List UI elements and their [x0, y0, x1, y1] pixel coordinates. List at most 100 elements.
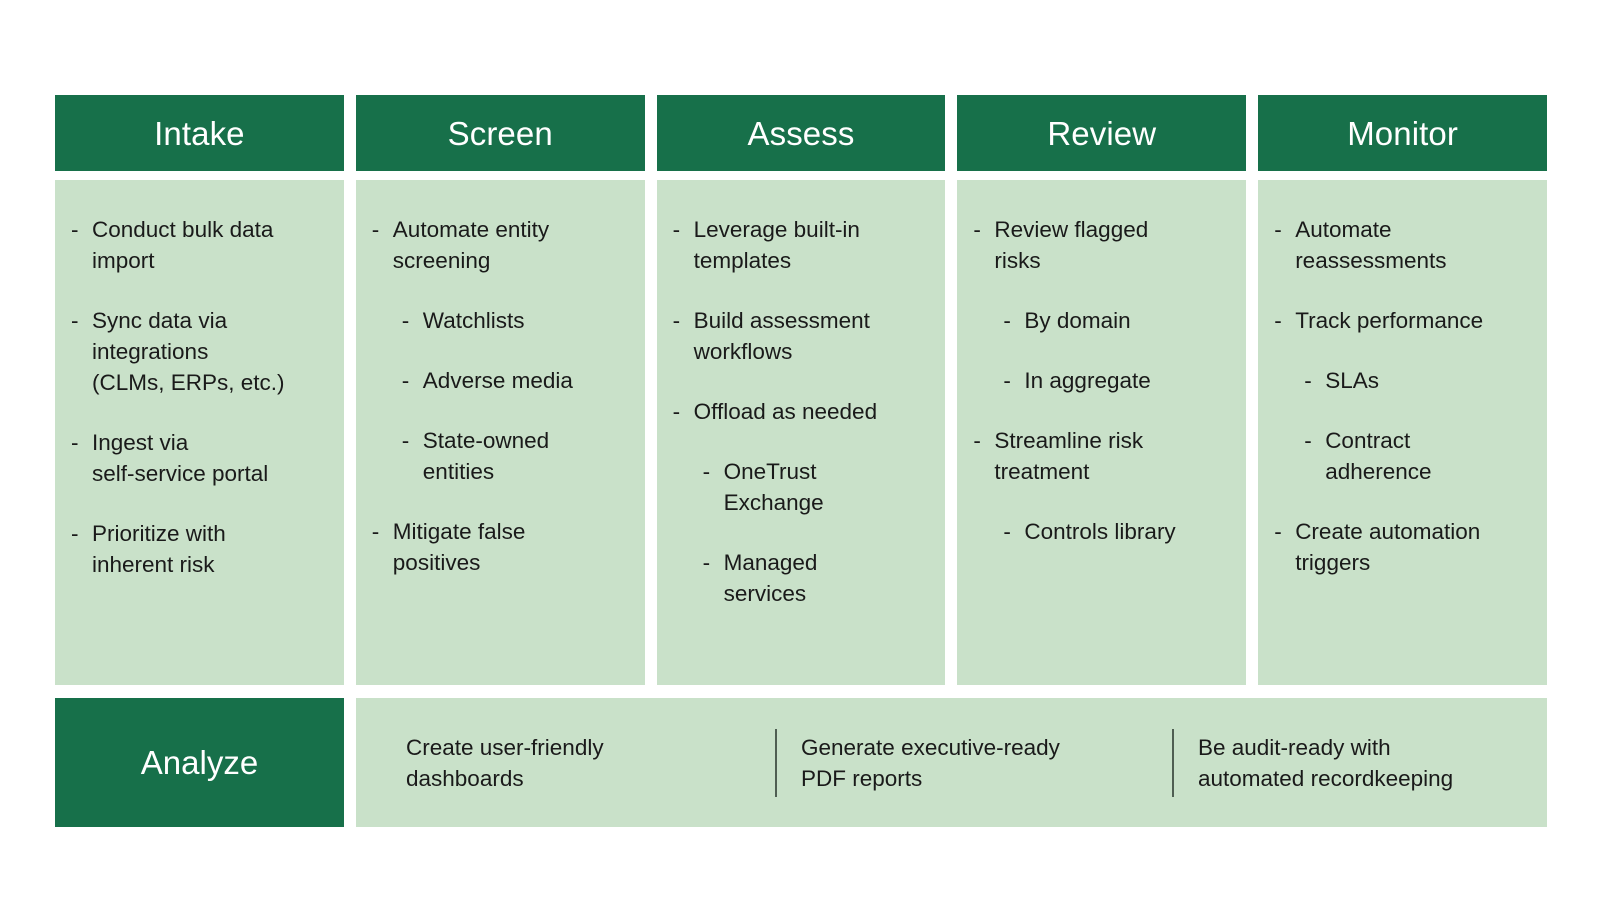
analyze-items: Create user-friendly dashboards Generate …: [356, 698, 1547, 827]
bullet-dash-icon: -: [371, 519, 380, 544]
analyze-item-text: Be audit-ready with automated recordkeep…: [1198, 734, 1454, 791]
bullet-item: -Offload as needed: [673, 396, 930, 427]
bullet-dash-icon: -: [1304, 368, 1312, 393]
bullet-item: -Streamline risk treatment: [973, 425, 1230, 487]
bullet-dash-icon: -: [71, 217, 79, 242]
bullet-dash-icon: -: [401, 308, 410, 333]
bullet-item: -Mitigate false positives: [372, 516, 629, 578]
bullet-item: -Sync data via integrations (CLMs, ERPs,…: [71, 305, 328, 398]
stage-header-intake[interactable]: Intake: [55, 95, 344, 171]
stage-body: -Conduct bulk data import-Sync data via …: [55, 180, 344, 685]
bullet-item: -Ingest via self-service portal: [71, 427, 328, 489]
bullet-dash-icon: -: [973, 428, 981, 453]
bullet-text: Streamline risk treatment: [994, 428, 1144, 484]
sub-bullet-item: -Adverse media: [402, 365, 629, 396]
sub-bullet-item: -SLAs: [1304, 365, 1531, 396]
stage-body: -Automate entity screening-Watchlists-Ad…: [355, 180, 645, 685]
bullet-dash-icon: -: [1274, 217, 1282, 242]
bullet-item: -Build assessment workflows: [673, 305, 930, 367]
stage-header-label: Intake: [154, 114, 245, 152]
bullet-dash-icon: -: [401, 428, 410, 453]
bullet-dash-icon: -: [71, 521, 79, 546]
bullet-dash-icon: -: [71, 308, 79, 333]
bullet-text: Contract adherence: [1325, 428, 1432, 484]
bullet-text: Automate entity screening: [392, 217, 550, 273]
bullet-text: In aggregate: [1024, 368, 1151, 393]
bullet-item: -Prioritize with inherent risk: [71, 518, 328, 580]
stage-column: Review-Review flagged risks-By domain-In…: [957, 95, 1247, 685]
bullet-text: SLAs: [1325, 368, 1379, 393]
stage-column: Screen-Automate entity screening-Watchli…: [355, 95, 645, 685]
bullet-list: -Automate entity screening-Watchlists-Ad…: [372, 214, 629, 578]
stage-body: -Automate reassessments-Track performanc…: [1258, 180, 1547, 685]
stage-header-label: Screen: [447, 114, 553, 152]
bullet-dash-icon: -: [672, 399, 681, 424]
analyze-item: Be audit-ready with automated recordkeep…: [1150, 728, 1547, 797]
bullet-text: Leverage built-in templates: [693, 217, 860, 273]
bullet-dash-icon: -: [1003, 308, 1011, 333]
stage-columns: Intake-Conduct bulk data import-Sync dat…: [55, 95, 1547, 685]
stage-header-assess[interactable]: Assess: [656, 95, 946, 171]
bullet-item: -Create automation triggers: [1274, 516, 1531, 578]
analyze-row: Analyze Create user-friendly dashboards G…: [55, 698, 1547, 827]
bullet-text: Sync data via integrations (CLMs, ERPs, …: [92, 308, 285, 395]
bullet-list: -Conduct bulk data import-Sync data via …: [71, 214, 328, 580]
bullet-dash-icon: -: [1274, 308, 1282, 333]
bullet-dash-icon: -: [401, 368, 410, 393]
stage-body: -Leverage built-in templates-Build asses…: [656, 180, 946, 685]
bullet-dash-icon: -: [1274, 519, 1282, 544]
bullet-text: Mitigate false positives: [392, 519, 526, 575]
analyze-label-box: Analyze: [55, 698, 344, 827]
vertical-divider: [1172, 728, 1174, 797]
bullet-item: -Conduct bulk data import: [71, 214, 328, 276]
bullet-dash-icon: -: [672, 308, 681, 333]
sub-bullet-item: -Contract adherence: [1304, 425, 1531, 487]
stage-header-monitor[interactable]: Monitor: [1258, 95, 1547, 171]
bullet-text: Automate reassessments: [1295, 217, 1447, 273]
bullet-dash-icon: -: [973, 217, 981, 242]
stage-body: -Review flagged risks-By domain-In aggre…: [957, 180, 1247, 685]
stage-column: Assess-Leverage built-in templates-Build…: [656, 95, 946, 685]
stage-header-screen[interactable]: Screen: [355, 95, 645, 171]
sub-bullet-item: -State-owned entities: [402, 425, 629, 487]
stage-header-label: Review: [1047, 114, 1157, 152]
bullet-list: -Automate reassessments-Track performanc…: [1274, 214, 1531, 578]
stage-column: Intake-Conduct bulk data import-Sync dat…: [55, 95, 344, 685]
bullet-text: Watchlists: [422, 308, 525, 333]
bullet-text: Build assessment workflows: [693, 308, 870, 364]
bullet-text: Create automation triggers: [1295, 519, 1481, 575]
analyze-item: Generate executive-ready PDF reports: [753, 728, 1150, 797]
sub-bullet-item: -In aggregate: [1003, 365, 1230, 396]
bullet-text: Ingest via self-service portal: [92, 430, 269, 486]
stage-column: Monitor-Automate reassessments-Track per…: [1258, 95, 1547, 685]
bullet-text: OneTrust Exchange: [723, 459, 824, 515]
bullet-dash-icon: -: [1304, 428, 1312, 453]
bullet-item: -Automate entity screening: [372, 214, 629, 276]
bullet-dash-icon: -: [702, 459, 711, 484]
bullet-item: -Automate reassessments: [1274, 214, 1531, 276]
bullet-dash-icon: -: [702, 550, 711, 575]
bullet-text: Controls library: [1024, 519, 1176, 544]
bullet-dash-icon: -: [1003, 368, 1011, 393]
stage-header-review[interactable]: Review: [957, 95, 1247, 171]
bullet-text: Adverse media: [422, 368, 573, 393]
bullet-text: Track performance: [1295, 308, 1484, 333]
analyze-item: Create user-friendly dashboards: [356, 732, 753, 794]
analyze-item-text: Create user-friendly dashboards: [406, 734, 604, 791]
bullet-text: State-owned entities: [422, 428, 550, 484]
bullet-text: Conduct bulk data import: [92, 217, 274, 273]
sub-bullet-item: -Controls library: [1003, 516, 1230, 547]
bullet-text: By domain: [1024, 308, 1131, 333]
bullet-item: -Track performance: [1274, 305, 1531, 336]
bullet-text: Review flagged risks: [994, 217, 1149, 273]
bullet-item: -Review flagged risks: [973, 214, 1230, 276]
analyze-item-text: Generate executive-ready PDF reports: [801, 734, 1060, 791]
bullet-dash-icon: -: [71, 430, 79, 455]
bullet-dash-icon: -: [1003, 519, 1011, 544]
stage-header-label: Monitor: [1347, 114, 1458, 152]
bullet-list: -Review flagged risks-By domain-In aggre…: [973, 214, 1230, 547]
sub-bullet-item: -OneTrust Exchange: [703, 456, 930, 518]
bullet-text: Prioritize with inherent risk: [92, 521, 226, 577]
sub-bullet-item: -By domain: [1003, 305, 1230, 336]
